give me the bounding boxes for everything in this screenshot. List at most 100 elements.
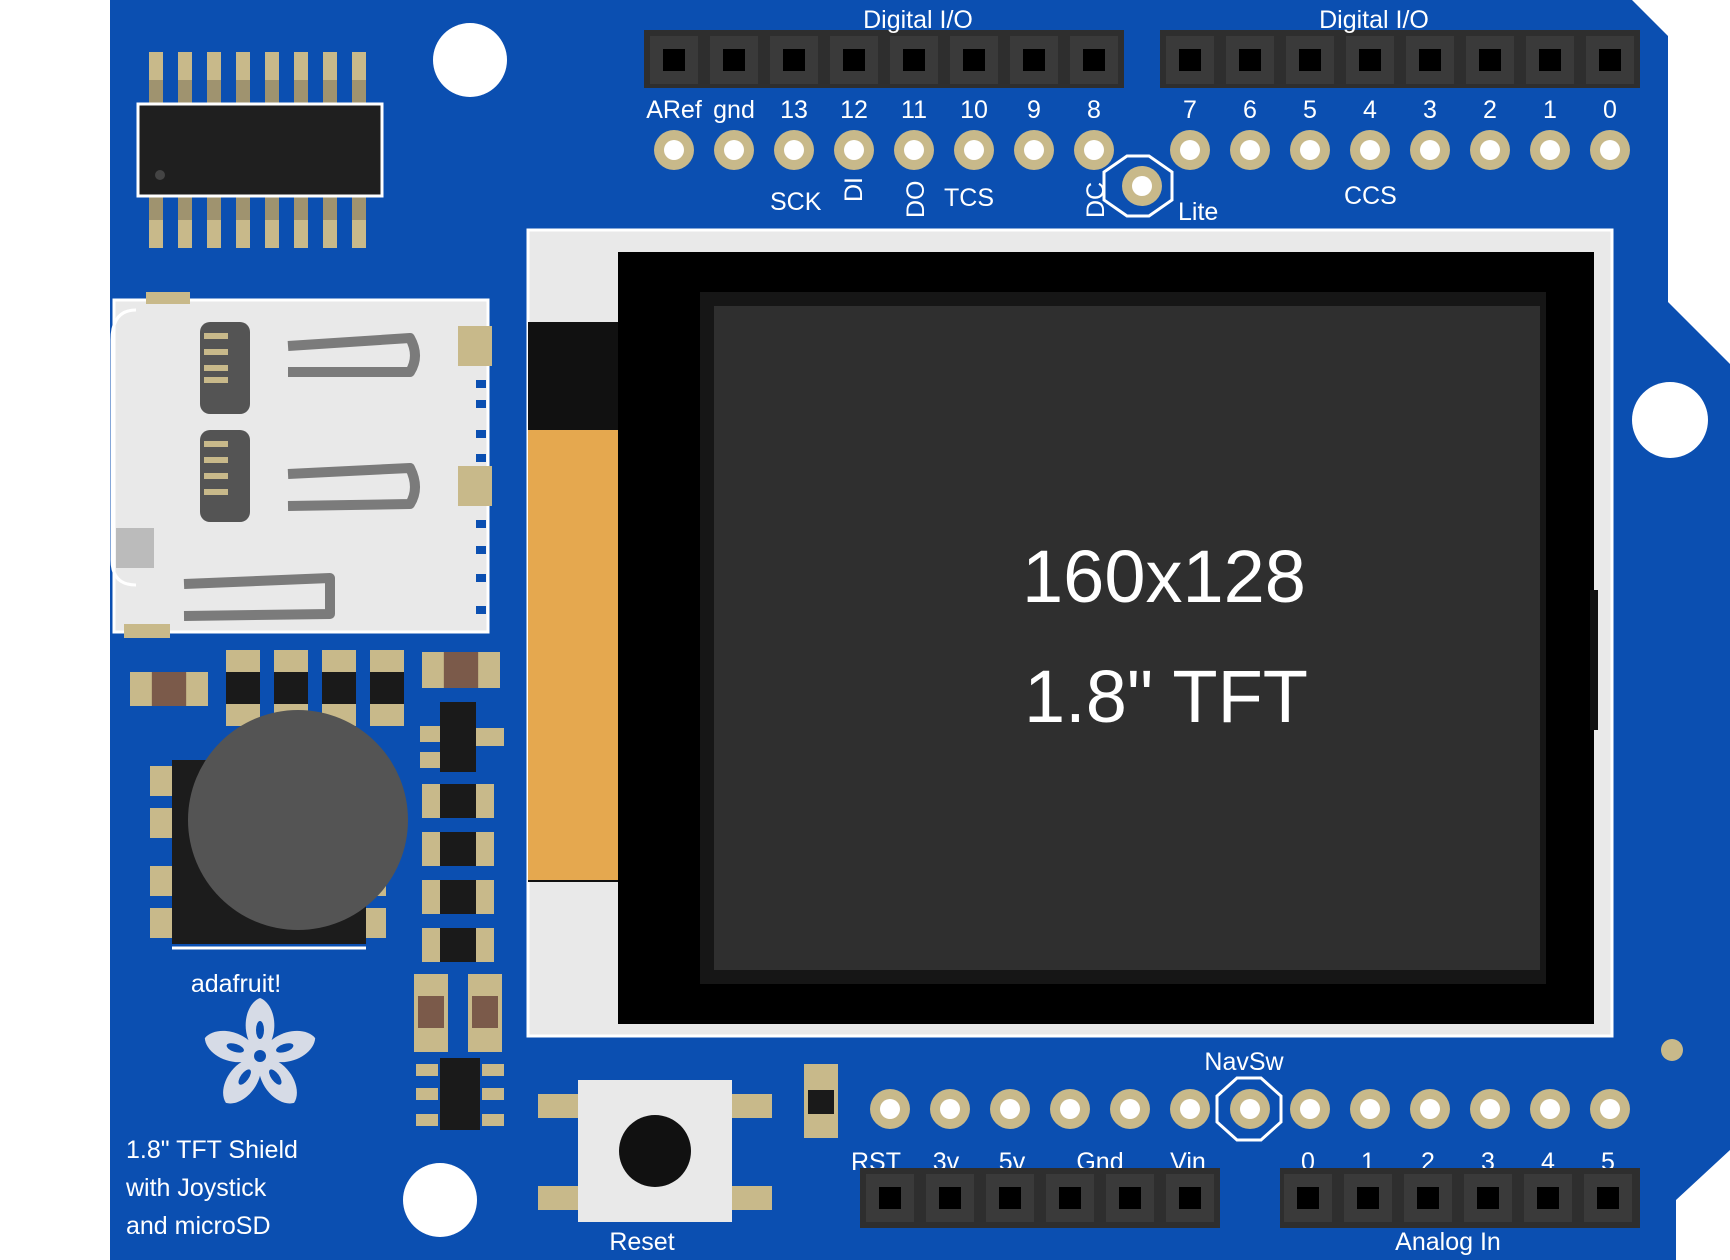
soic-pin-tip xyxy=(207,52,221,80)
header-socket-hole xyxy=(879,1187,901,1209)
top-pin-label: 9 xyxy=(1027,96,1041,124)
sot-pin xyxy=(482,1064,504,1076)
product-line-3: and microSD xyxy=(126,1212,271,1240)
microsd-slot xyxy=(110,292,492,638)
smd-body xyxy=(322,672,356,704)
top-pin-label: 3 xyxy=(1423,96,1437,124)
smd-body xyxy=(370,672,404,704)
smd-part xyxy=(422,784,494,818)
digital-io-right-title: Digital I/O xyxy=(1319,6,1429,34)
through-hole-pad-hole xyxy=(1540,140,1560,160)
through-hole-pad-hole xyxy=(880,1099,900,1119)
product-line-1: 1.8" TFT Shield xyxy=(126,1136,298,1164)
through-hole-pad-hole xyxy=(1420,1099,1440,1119)
sot-pin xyxy=(482,1114,504,1126)
lite-pad-octagon xyxy=(1102,154,1174,218)
tft-display: 160x128 1.8" TFT xyxy=(526,228,1614,1038)
flower-petal-mark xyxy=(238,1069,251,1085)
reset-pad xyxy=(732,1094,772,1118)
smd-part xyxy=(422,928,494,962)
soic-pin-tip xyxy=(149,220,163,248)
soic-pin-tip xyxy=(323,220,337,248)
through-hole-pad-hole xyxy=(1240,1099,1260,1119)
soic-chip-body xyxy=(136,102,384,198)
reset-actuator xyxy=(619,1115,691,1187)
header-socket-hole xyxy=(939,1187,961,1209)
reset-pad xyxy=(538,1094,578,1118)
microsd-latch-outline xyxy=(110,308,137,587)
header-strip-power xyxy=(860,1168,1220,1228)
soic-pin-tip xyxy=(236,220,250,248)
reset-pad xyxy=(538,1186,578,1210)
smd-part xyxy=(322,650,356,726)
top-pin-label: 11 xyxy=(901,96,927,124)
microsd-side-pad xyxy=(458,326,492,366)
header-socket-hole xyxy=(999,1187,1021,1209)
sot-pin xyxy=(416,1064,438,1076)
joystick-pad xyxy=(150,866,172,896)
through-hole-pad-hole xyxy=(940,1099,960,1119)
header-socket-hole xyxy=(1239,49,1261,71)
sd-contact-stripe xyxy=(204,365,228,371)
sd-contact-stripe xyxy=(204,377,228,383)
soic-pin1-dot xyxy=(155,170,165,180)
header-socket-hole xyxy=(1179,49,1201,71)
soic-pin-tip xyxy=(323,52,337,80)
sd-contact-stripe xyxy=(204,489,228,495)
joystick-pad xyxy=(150,766,172,796)
navsw-pad-octagon xyxy=(1215,1076,1283,1142)
header-socket-hole xyxy=(783,49,805,71)
microsd-tab xyxy=(124,624,170,638)
through-hole-pad-hole xyxy=(1420,140,1440,160)
smd-components-column xyxy=(414,702,504,1130)
sot-pin xyxy=(420,726,440,742)
sd-frame-tick xyxy=(476,520,486,528)
flower-petals xyxy=(204,998,316,1104)
through-hole-pad-hole xyxy=(964,140,984,160)
smd-body xyxy=(151,672,187,706)
through-hole-pad-hole xyxy=(844,140,864,160)
top-pin-label: ARef xyxy=(646,96,702,124)
soic-pin-tip xyxy=(149,52,163,80)
sot-pin xyxy=(482,1088,504,1100)
through-hole-pad-hole xyxy=(1360,140,1380,160)
header-socket-hole xyxy=(1417,1187,1439,1209)
sd-frame-tick xyxy=(476,380,486,388)
sd-frame-tick xyxy=(476,400,486,408)
through-hole-pad-hole xyxy=(784,140,804,160)
top-pin-label: 0 xyxy=(1603,96,1617,124)
top-pin-label: 8 xyxy=(1087,96,1101,124)
through-hole-pad-hole xyxy=(1000,1099,1020,1119)
through-hole-pad-hole xyxy=(1540,1099,1560,1119)
tft-screen xyxy=(714,306,1540,970)
header-socket-hole xyxy=(1537,1187,1559,1209)
lite-pad-hole xyxy=(1132,176,1152,196)
flex-cable xyxy=(528,430,620,880)
sd-frame-tick xyxy=(476,574,486,582)
through-hole-pad-hole xyxy=(1300,140,1320,160)
through-hole-pad-hole xyxy=(1480,140,1500,160)
smd-body xyxy=(472,996,498,1028)
soic-pin-tip xyxy=(265,52,279,80)
top-pin-label: gnd xyxy=(713,96,755,124)
brand-name: adafruit! xyxy=(191,970,281,998)
top-pin-label: 13 xyxy=(780,96,808,124)
soic-pin-tip xyxy=(294,52,308,80)
microsd-gray-corner xyxy=(116,528,154,568)
smd-body xyxy=(440,880,476,914)
smd-part xyxy=(226,650,260,726)
smd-part xyxy=(130,672,208,706)
through-hole-pad-hole xyxy=(1600,140,1620,160)
smd-body xyxy=(440,928,476,962)
sd-frame-tick xyxy=(476,430,486,438)
flower-petal-mark xyxy=(269,1069,282,1085)
joystick-pad xyxy=(364,908,386,938)
top-header-pins xyxy=(650,36,1634,84)
sot-pin xyxy=(416,1114,438,1126)
top-pin-label: 5 xyxy=(1303,96,1317,124)
mounting-hole-top-left xyxy=(433,23,507,97)
joystick-pad xyxy=(150,808,172,838)
header-socket-hole xyxy=(1359,49,1381,71)
product-line-2: with Joystick xyxy=(125,1174,267,1202)
